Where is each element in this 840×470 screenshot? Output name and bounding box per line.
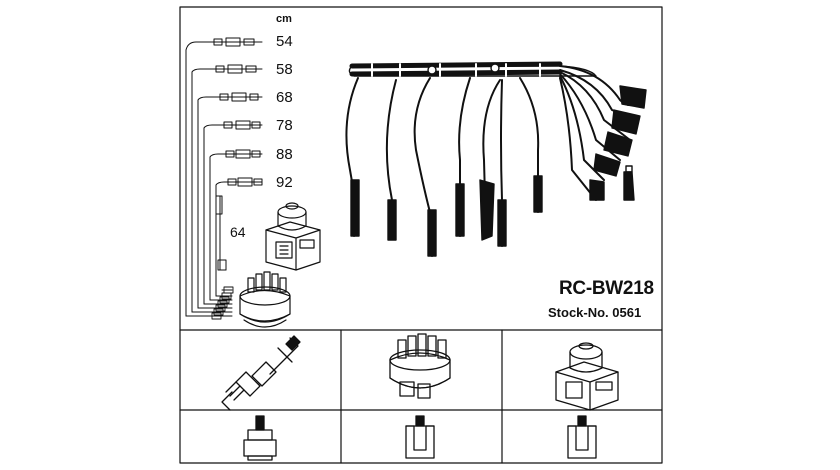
cable-length-4: 78 xyxy=(276,117,293,134)
length-unit-label: cm xyxy=(276,13,292,25)
cable-harness-icon xyxy=(345,61,647,257)
outer-frame xyxy=(179,6,663,464)
plug-connector-icon xyxy=(243,415,277,461)
cable-length-1: 54 xyxy=(276,33,293,50)
socket-connector-icon xyxy=(405,415,435,459)
coil-lead-length: 64 xyxy=(230,224,246,240)
lead-length-schematic xyxy=(185,37,263,320)
cable-length-5: 88 xyxy=(276,146,293,163)
distributor-cap-icon xyxy=(389,333,451,399)
model-number: RC-BW218 xyxy=(559,278,654,299)
ignition-coil-icon xyxy=(555,342,619,411)
coil-small-icon xyxy=(265,202,321,271)
cable-length-6: 92 xyxy=(276,174,293,191)
distributor-cap-small-icon xyxy=(239,271,291,328)
spark-plug-icon xyxy=(221,335,301,411)
cable-length-2: 58 xyxy=(276,61,293,78)
stock-number: Stock-No. 0561 xyxy=(548,305,642,320)
cable-length-3: 68 xyxy=(276,89,293,106)
socket-connector-icon-2 xyxy=(567,415,597,459)
